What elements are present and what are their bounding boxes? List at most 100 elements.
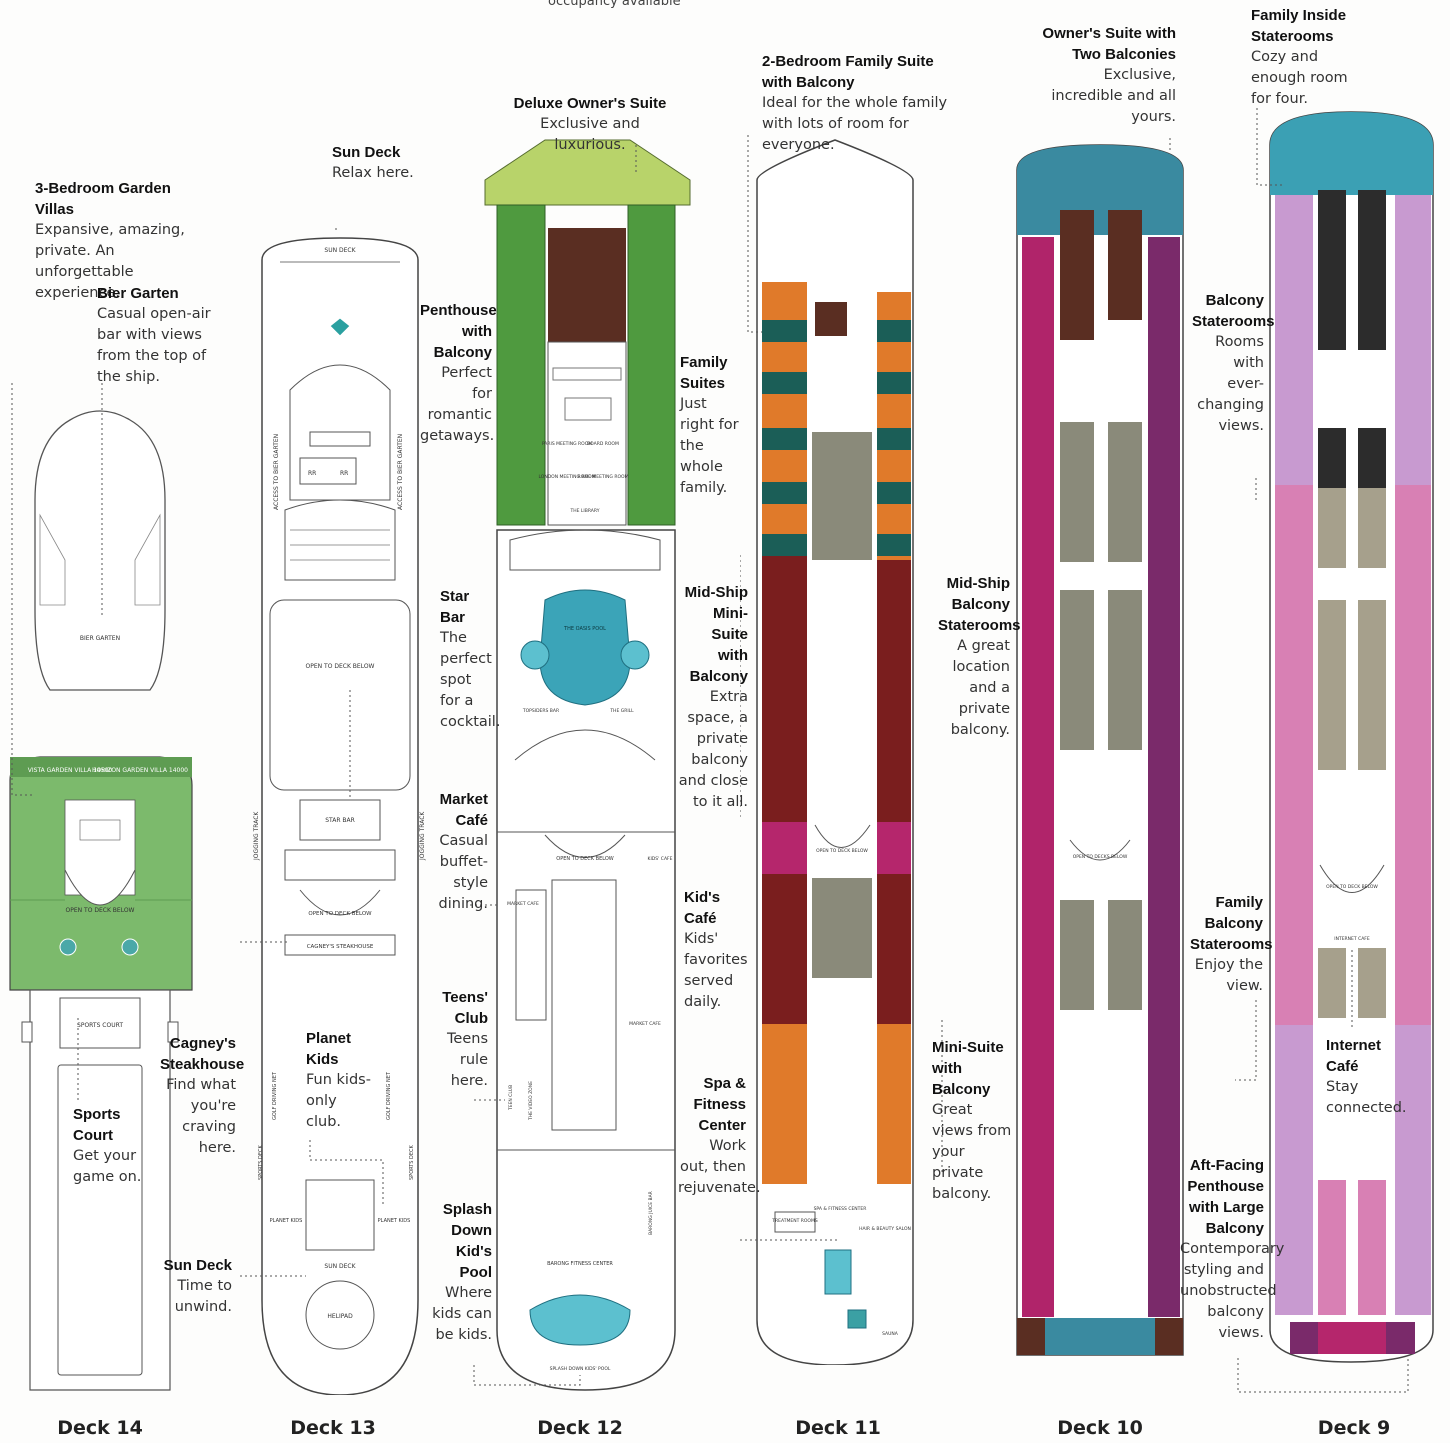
owners-suite-title: Deluxe Owner's Suite bbox=[513, 95, 667, 112]
london-room: LONDON MEETING ROOM bbox=[538, 474, 595, 480]
library: THE LIBRARY bbox=[570, 508, 600, 514]
splash-down-title: Splash Down Kid's Pool bbox=[442, 1201, 492, 1281]
caption-midship-balcony: Mid-Ship Balcony Staterooms A great loca… bbox=[938, 573, 1021, 741]
bier-garten-title: Bier Garten bbox=[97, 285, 179, 302]
spa-text: Work out, then rejuvenate. bbox=[678, 1138, 761, 1196]
deck13-map: SUN DECK RR RR ACCESS TO BIER GARTEN ACC… bbox=[240, 225, 426, 1395]
caption-penthouse: Penthouse with Balcony Perfect for roman… bbox=[420, 300, 497, 447]
internet-title: Internet Café bbox=[1326, 1037, 1382, 1075]
deck-label-14: Deck 14 bbox=[57, 1417, 143, 1439]
star-bar-title: Star Bar bbox=[440, 588, 470, 626]
caption-family-suites: Family Suites Just right for the whole f… bbox=[680, 352, 740, 499]
penthouse-text: Perfect for romantic getaways. bbox=[420, 365, 495, 444]
top-note: occupancy available bbox=[548, 0, 681, 9]
caption-bier-garten: Bier Garten Casual open-air bar with vie… bbox=[97, 283, 217, 388]
deck-label-11: Deck 11 bbox=[795, 1417, 881, 1439]
family-suites-text: Just right for the whole family. bbox=[680, 396, 739, 496]
sun-deck-map-label2: SUN DECK bbox=[324, 1263, 356, 1270]
kids-cafe-text: Kids' favorites served daily. bbox=[684, 931, 748, 1010]
rr-label-13a: RR bbox=[308, 470, 316, 477]
family-balcony-text: Enjoy the view. bbox=[1194, 957, 1263, 994]
internet-label: INTERNET CAFE bbox=[1334, 936, 1370, 942]
sun-deck-map-label: SUN DECK bbox=[324, 247, 356, 254]
star-bar-map-label: STAR BAR bbox=[325, 817, 355, 824]
cagneys-text: Find what you're craving here. bbox=[166, 1077, 236, 1156]
bier-garten-text: Casual open-air bar with views from the … bbox=[97, 306, 211, 385]
caption-sun-deck-top: Sun Deck Relax here. bbox=[332, 142, 442, 184]
family-suites-area bbox=[548, 228, 626, 342]
teen-club-map: TEEN CLUB bbox=[508, 1085, 514, 1111]
caption-internet: Internet Café Stay connected. bbox=[1326, 1035, 1407, 1119]
deck9-map: OPEN TO DECK BELOW INTERNET CAFE bbox=[1235, 105, 1434, 1393]
board-room: BOARD ROOM bbox=[587, 441, 619, 447]
oasis-label: THE OASIS POOL bbox=[563, 626, 606, 632]
star-bar-text: The perfect spot for a cocktail. bbox=[440, 630, 501, 730]
rr-label-13b: RR bbox=[340, 470, 348, 477]
splash-label: SPLASH DOWN KIDS' POOL bbox=[550, 1366, 611, 1372]
garden-villas-title: 3-Bedroom Garden Villas bbox=[35, 180, 171, 218]
garden-villas-text: Expansive, amazing, private. An unforget… bbox=[35, 222, 185, 301]
sun-deck-bottom-text: Time to unwind. bbox=[174, 1278, 232, 1315]
planet-kids-map-right: PLANET KIDS bbox=[378, 1218, 411, 1224]
family-balcony-title: Family Balcony Staterooms bbox=[1190, 894, 1273, 953]
planet-kids-text: Fun kids-only club. bbox=[306, 1072, 371, 1130]
sports-deck-left: SPORTS DECK bbox=[258, 1144, 264, 1180]
video-zone-map: THE VIDEO ZONE bbox=[528, 1081, 534, 1121]
golf-right: GOLF DRIVING NET bbox=[386, 1071, 392, 1120]
hair-label: HAIR & BEAUTY SALON bbox=[859, 1226, 911, 1232]
caption-splash-down: Splash Down Kid's Pool Where kids can be… bbox=[420, 1199, 492, 1346]
open-below-14: OPEN TO DECK BELOW bbox=[66, 907, 135, 914]
sports-court-text: Get your game on. bbox=[73, 1148, 142, 1185]
caption-cagneys: Cagney's Steakhouse Find what you're cra… bbox=[160, 1033, 245, 1159]
deck12-map: PARIS MEETING ROOM BOARD ROOM LONDON MEE… bbox=[470, 139, 691, 1391]
market-cafe-map: MARKET CAFE bbox=[507, 901, 539, 907]
teens-club-title: Teens' Club bbox=[442, 989, 488, 1027]
access-right: ACCESS TO BIER GARTEN bbox=[397, 434, 404, 510]
paris-room: PARIS MEETING ROOM bbox=[542, 441, 592, 447]
aft-penthouse-text: Contemporary styling and unobstructed ba… bbox=[1180, 1241, 1285, 1341]
kids-cafe-title: Kid's Café bbox=[684, 889, 721, 927]
juice-bar-label: BARONG JUICE BAR bbox=[648, 1191, 654, 1235]
family-suite-11-text: Ideal for the whole family with lots of … bbox=[762, 95, 948, 153]
mini-suite-text: Great views from your private balcony. bbox=[932, 1102, 1012, 1202]
grill-label: THE GRILL bbox=[609, 708, 634, 714]
barong-label: BARONG FITNESS CENTER bbox=[547, 1261, 613, 1267]
caption-mini-suite: Mini-Suite with Balcony Great views from… bbox=[932, 1037, 1012, 1205]
internet-text: Stay connected. bbox=[1326, 1079, 1407, 1116]
caption-garden-villas: 3-Bedroom Garden Villas Expansive, amazi… bbox=[35, 178, 205, 304]
topsiders-label: TOPSIDERS BAR bbox=[522, 708, 559, 714]
market-cafe-title: Market Café bbox=[439, 791, 488, 829]
sports-court-title: Sports Court bbox=[73, 1106, 121, 1144]
jogging-left: JOGGING TRACK bbox=[253, 811, 260, 861]
deck11-map: OPEN TO DECK BELOW TREATMENT ROOMS SPA &… bbox=[740, 135, 943, 1365]
penthouse-area bbox=[496, 204, 546, 526]
cagneys-map-label: CAGNEY'S STEAKHOUSE bbox=[307, 944, 374, 950]
caption-balcony-9: Balcony Staterooms Rooms with ever-chang… bbox=[1192, 290, 1275, 437]
treatment-label: TREATMENT ROOMS bbox=[771, 1218, 818, 1224]
open-below-10: OPEN TO DECKS BELOW bbox=[1073, 854, 1128, 860]
caption-sports-court: Sports Court Get your game on. bbox=[73, 1104, 143, 1188]
open-below-13: OPEN TO DECK BELOW bbox=[306, 663, 375, 670]
cagneys-title: Cagney's Steakhouse bbox=[160, 1035, 245, 1073]
planet-kids-map-left: PLANET KIDS bbox=[270, 1218, 303, 1224]
kids-cafe-map: KIDS' CAFE bbox=[648, 856, 673, 862]
sauna-label: SAUNA bbox=[882, 1331, 899, 1337]
bier-garten-area bbox=[34, 410, 166, 691]
horizon-villa-label: HORIZON GARDEN VILLA 14000 bbox=[92, 767, 188, 774]
market-cafe-map2: MARKET CAFE bbox=[629, 1021, 661, 1027]
helipad-label: HELIPAD bbox=[327, 1313, 353, 1320]
caption-planet-kids: Planet Kids Fun kids-only club. bbox=[306, 1028, 376, 1133]
deck13-hull bbox=[261, 237, 419, 1395]
family-suites-title: Family Suites bbox=[680, 354, 728, 392]
jogging-right: JOGGING TRACK bbox=[419, 811, 426, 861]
deck-label-9: Deck 9 bbox=[1317, 1417, 1391, 1439]
caption-aft-penthouse: Aft-Facing Penthouse with Large Balcony … bbox=[1180, 1155, 1284, 1344]
caption-family-balcony: Family Balcony Staterooms Enjoy the view… bbox=[1190, 892, 1273, 997]
splash-down-text: Where kids can be kids. bbox=[432, 1285, 492, 1343]
vista-villa-label: VISTA GARDEN VILLA 14500 bbox=[28, 767, 113, 774]
owners-suite-area bbox=[484, 139, 691, 206]
sports-court-map-label: SPORTS COURT bbox=[77, 1022, 123, 1029]
penthouse-title: Penthouse with Balcony bbox=[420, 302, 497, 361]
caption-family-suite-11: 2-Bedroom Family Suite with Balcony Idea… bbox=[762, 51, 952, 156]
sports-deck-right: SPORTS DECK bbox=[409, 1144, 415, 1180]
